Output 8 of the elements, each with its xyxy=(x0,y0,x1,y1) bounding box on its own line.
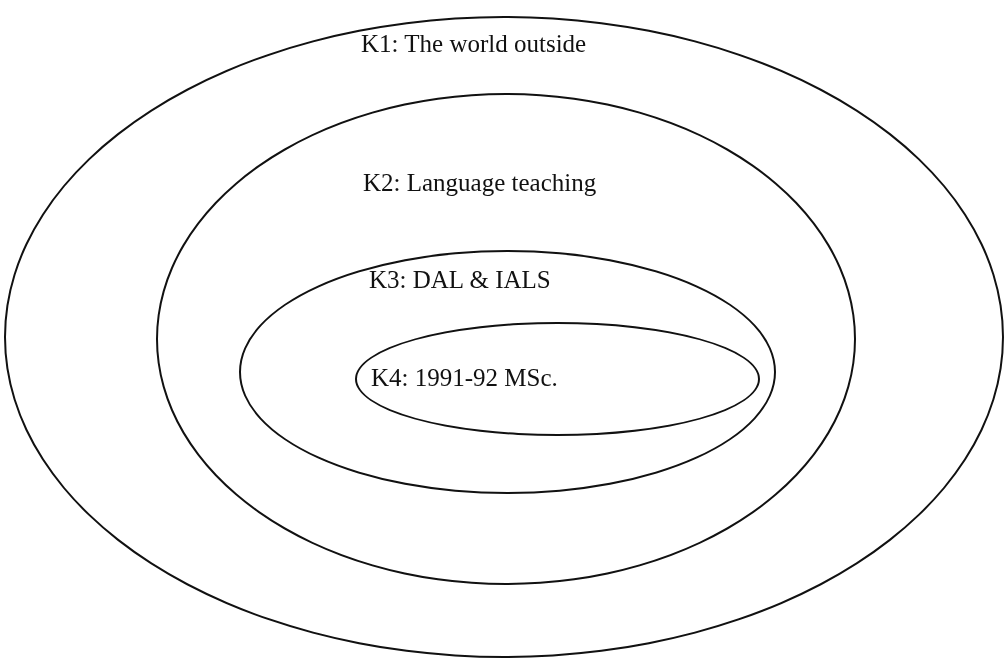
ellipse xyxy=(355,322,760,436)
ellipse-label: K2: Language teaching xyxy=(363,169,597,197)
ellipse-label: K4: 1991-92 MSc. xyxy=(371,364,558,392)
ellipse xyxy=(239,250,776,494)
ellipse-label: K1: The world outside xyxy=(361,30,587,58)
ellipse xyxy=(4,16,1004,658)
ellipse-label: K3: DAL & IALS xyxy=(369,266,551,294)
ellipse xyxy=(156,93,856,585)
